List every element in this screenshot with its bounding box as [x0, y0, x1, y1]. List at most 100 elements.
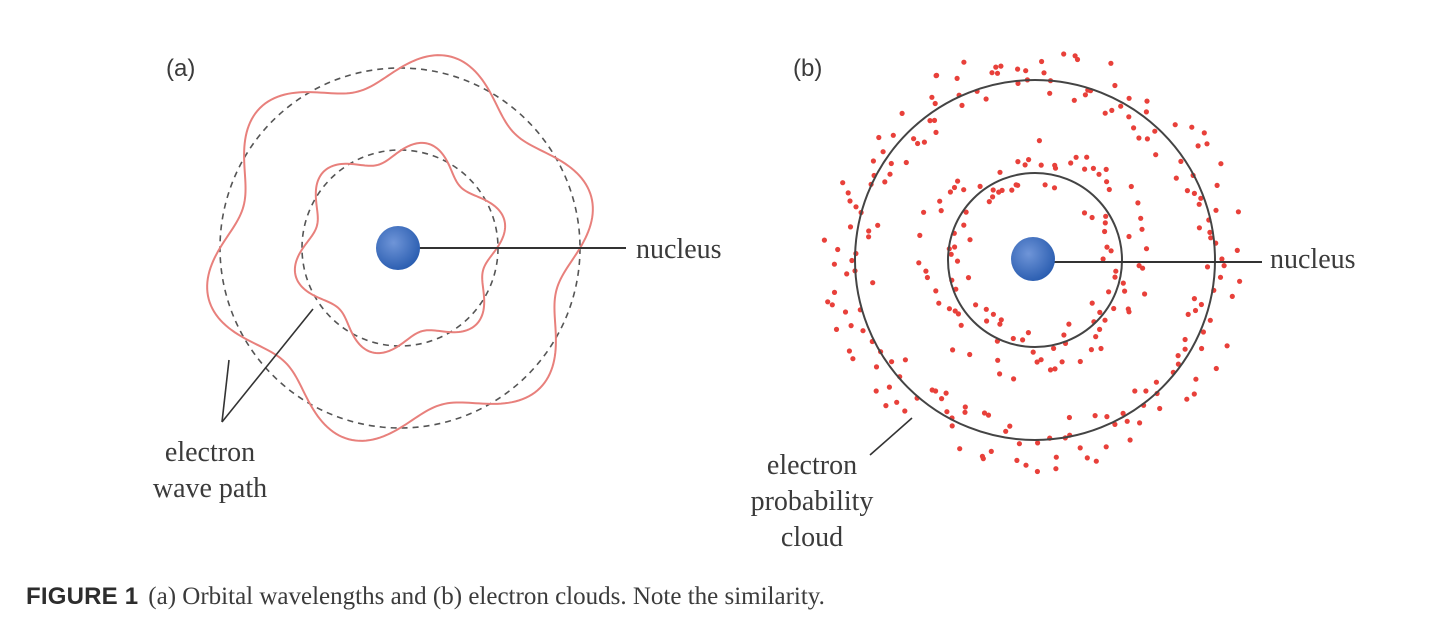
cloud-dot: [952, 308, 958, 314]
cloud-dot: [1077, 445, 1083, 451]
cloud-dot: [1034, 359, 1040, 365]
cloud-dot: [866, 228, 872, 234]
cloud-dot: [1143, 109, 1149, 115]
cloud-dot: [963, 209, 969, 215]
orbital-diagram: (a) nucleus electron wave path (b) nucle…: [153, 51, 1356, 553]
cloud-dot: [1195, 143, 1201, 149]
cloud-dot: [831, 289, 838, 295]
cloud-dot: [1089, 214, 1095, 221]
cloud-dot: [880, 149, 886, 155]
cloud-dot: [981, 410, 988, 416]
cloud-dot: [848, 323, 854, 329]
outer-wave-path: [206, 54, 594, 442]
cloud-dot: [979, 453, 986, 459]
cloud-dot: [1136, 135, 1142, 141]
path-pointer-outer: [221, 359, 230, 423]
cloud-dot: [994, 70, 1001, 76]
cloud-dot: [1082, 92, 1088, 98]
cloud-dot: [903, 159, 909, 166]
caption-prefix: FIGURE 1: [26, 583, 139, 610]
cloud-dot: [927, 118, 933, 124]
cloud-dot: [1036, 138, 1042, 144]
cloud-dot: [983, 96, 989, 102]
cloud-dot: [1213, 207, 1219, 213]
cloud-dot: [931, 117, 938, 123]
cloud-dot: [1104, 244, 1110, 250]
cloud-dot: [952, 244, 958, 250]
cloud-dot: [1090, 165, 1096, 171]
nucleus-label-b: nucleus: [1270, 244, 1356, 275]
cloud-dot: [1153, 379, 1159, 385]
cloud-dot: [1135, 200, 1141, 206]
cloud-dot: [1100, 256, 1106, 262]
cloud-dot: [1022, 162, 1028, 168]
cloud-dot: [1108, 60, 1114, 66]
cloud-dot: [847, 198, 853, 204]
cloud-dot: [1132, 388, 1138, 394]
cloud-dot: [1023, 462, 1029, 468]
cloud-dot: [902, 357, 909, 363]
cloud-dot: [840, 180, 846, 186]
panel-a-label: (a): [166, 55, 195, 82]
cloud-dot: [997, 371, 1003, 377]
cloud-dot: [1182, 336, 1188, 343]
cloud-dot: [1082, 166, 1088, 172]
cloud-dot: [997, 169, 1003, 175]
cloud-dot: [1009, 187, 1015, 193]
path-label-line1: electron: [165, 437, 255, 468]
cloud-dot: [1111, 305, 1117, 312]
cloud-dot: [1172, 122, 1178, 128]
cloud-dot: [1126, 114, 1132, 120]
cloud-dot: [1224, 343, 1230, 349]
cloud-dot: [1173, 175, 1179, 181]
cloud-dot: [1196, 201, 1202, 207]
cloud-dot: [1052, 165, 1059, 171]
cloud-dot: [961, 222, 967, 228]
cloud-dot: [911, 136, 917, 142]
cloud-dot: [1092, 413, 1098, 419]
cloud-dot: [1127, 437, 1133, 443]
cloud-dot: [948, 251, 954, 257]
cloud-dot: [954, 75, 960, 81]
cloud-dot: [1128, 183, 1134, 190]
cloud-dot: [1102, 220, 1108, 226]
cloud-dot: [915, 140, 921, 147]
cloud-dot: [984, 318, 990, 324]
cloud-dot: [1152, 128, 1158, 134]
cloud-dot: [1214, 182, 1220, 188]
cloud-dot: [1053, 454, 1059, 460]
cloud-dot: [932, 100, 938, 107]
panel-a: (a) nucleus electron wave path: [153, 54, 722, 504]
cloud-dot: [1081, 210, 1088, 216]
cloud-dot: [949, 423, 955, 429]
cloud-dot: [890, 132, 896, 138]
cloud-dot: [1175, 353, 1181, 359]
cloud-dot: [1097, 326, 1103, 332]
cloud-dot: [939, 396, 945, 402]
cloud-dot: [1219, 256, 1225, 262]
cloud-dot: [1042, 182, 1048, 188]
cloud-dot: [1030, 349, 1036, 355]
cloud-dot: [1204, 264, 1211, 270]
cloud-dot: [1120, 410, 1126, 416]
cloud-dot: [989, 70, 995, 76]
cloud-dot: [1191, 296, 1197, 302]
cloud-dot: [1229, 293, 1235, 299]
cloud-dot: [1025, 330, 1031, 336]
cloud-dot: [860, 328, 866, 334]
cloud-dot: [1102, 317, 1108, 323]
cloud-dot: [1089, 300, 1095, 306]
cloud-dot: [1198, 195, 1204, 201]
cloud-dot: [961, 59, 967, 65]
cloud-dot: [1118, 103, 1124, 109]
cloud-dot: [1015, 182, 1021, 188]
cloud-dot: [1010, 335, 1016, 342]
cloud-dot: [1124, 418, 1130, 424]
cloud-dot: [1074, 56, 1081, 63]
cloud-dot: [889, 359, 895, 365]
cloud-dot: [850, 356, 856, 362]
cloud-dot: [1097, 309, 1103, 315]
panel-b-label: (b): [793, 55, 822, 82]
cloud-dot: [995, 357, 1001, 363]
cloud-dot: [1137, 420, 1143, 426]
